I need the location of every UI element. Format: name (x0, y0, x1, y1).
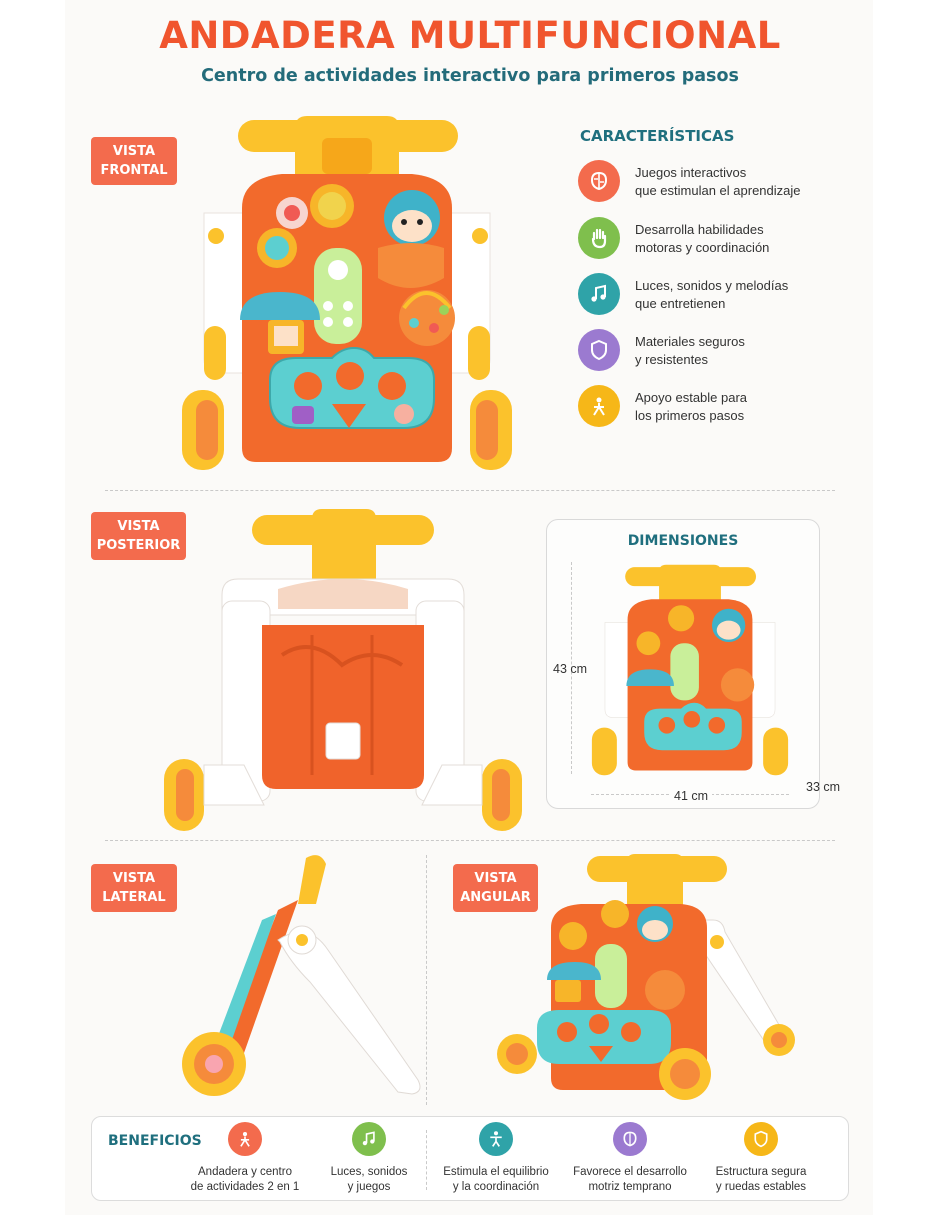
depth-value: 33 cm (806, 780, 841, 794)
feature-text: Luces, sonidos y melodías (635, 278, 789, 293)
tag-line: VISTA (117, 519, 160, 534)
features-heading: CARACTERÍSTICAS (580, 127, 735, 145)
music-note-icon (352, 1122, 386, 1156)
shield-icon (578, 329, 620, 371)
tag-side-view: VISTA LATERAL (91, 864, 177, 912)
feature-item: Materiales seguros y resistentes (578, 329, 838, 373)
benefit-text: de actividades 2 en 1 (190, 1181, 300, 1193)
dimensions-heading: DIMENSIONES (627, 533, 739, 549)
divider (105, 490, 835, 491)
feature-text: Apoyo estable para (635, 390, 748, 405)
tag-rear-view: VISTA POSTERIOR (91, 512, 186, 560)
benefit-item: Luces, sonidos y juegos (299, 1122, 439, 1195)
walker-icon (228, 1122, 262, 1156)
walker-dimensions-image (590, 560, 790, 780)
feature-text: motoras y coordinación (635, 240, 770, 255)
feature-text: y resistentes (635, 352, 708, 367)
divider-vertical (426, 1130, 427, 1190)
hand-icon (578, 217, 620, 259)
benefit-text: y ruedas estables (715, 1181, 807, 1193)
tag-front-view: VISTA FRONTAL (91, 137, 177, 185)
benefit-text: Estimula el equilibrio (443, 1166, 549, 1178)
benefit-text: Andadera y centro (198, 1166, 292, 1178)
feature-text: que entretienen (635, 296, 726, 311)
benefit-text: y la coordinación (452, 1181, 540, 1193)
walker-angle-image (495, 850, 800, 1110)
tag-line: POSTERIOR (96, 538, 181, 553)
benefit-item: Estructura segura y ruedas estables (691, 1122, 831, 1195)
divider-vertical (426, 855, 427, 1105)
tag-angle-view: VISTA ANGULAR (453, 864, 538, 912)
feature-item: Apoyo estable para los primeros pasos (578, 385, 838, 429)
tag-line: VISTA (112, 144, 156, 159)
page-subtitle: Centro de actividades interactivo para p… (201, 66, 739, 86)
benefit-text: Favorece el desarrollo (573, 1166, 687, 1178)
music-note-icon (578, 273, 620, 315)
benefit-item: Estimula el equilibrio y la coordinación (426, 1122, 566, 1195)
feature-text: los primeros pasos (635, 408, 745, 423)
feature-text: Materiales seguros (635, 334, 745, 349)
feature-item: Juegos interactivos que estimulan el apre… (578, 160, 838, 204)
feature-text: Juegos interactivos (635, 165, 747, 180)
benefit-item: Favorece el desarrollo motriz temprano (560, 1122, 700, 1195)
height-guide (571, 562, 572, 774)
benefit-text: y juegos (347, 1181, 391, 1193)
divider (105, 840, 835, 841)
child-balance-icon (479, 1122, 513, 1156)
walker-icon (578, 385, 620, 427)
shield-icon (744, 1122, 778, 1156)
walker-side-image (178, 850, 423, 1100)
tag-line: FRONTAL (100, 163, 168, 178)
benefits-heading: BENEFICIOS (108, 1133, 202, 1149)
feature-item: Luces, sonidos y melodías que entretienen (578, 273, 838, 317)
tag-line: VISTA (112, 871, 156, 886)
width-value: 41 cm (670, 789, 713, 803)
benefit-text: Estructura segura (715, 1166, 807, 1178)
brain-icon (578, 160, 620, 202)
tag-line: ANGULAR (460, 890, 531, 905)
tag-line: VISTA (474, 871, 517, 886)
height-value: 43 cm (553, 662, 588, 676)
feature-item: Desarrolla habilidades motoras y coordina… (578, 217, 838, 261)
feature-text: que estimulan el aprendizaje (635, 183, 801, 198)
walker-front-image (182, 108, 512, 478)
page-title: ANDADERA MULTIFUNCIONAL (159, 14, 781, 57)
benefit-text: Luces, sonidos (330, 1166, 408, 1178)
tag-line: LATERAL (102, 890, 166, 905)
benefit-item: Andadera y centro de actividades 2 en 1 (175, 1122, 315, 1195)
benefit-text: motriz temprano (588, 1181, 672, 1193)
walker-rear-image (162, 505, 524, 835)
brain-icon (613, 1122, 647, 1156)
feature-text: Desarrolla habilidades (635, 222, 764, 237)
benefits-panel (91, 1116, 849, 1201)
